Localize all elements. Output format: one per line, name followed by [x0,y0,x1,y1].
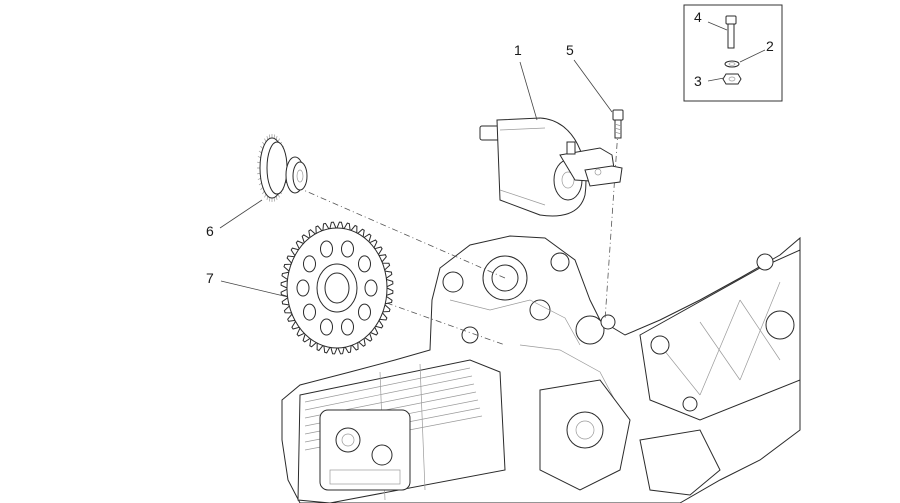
leader-lines [219,21,766,298]
callout-3: 3 [694,73,702,89]
lightening-hole [358,303,371,321]
washer [724,60,740,68]
callout-4: 4 [694,9,702,25]
callout-5: 5 [566,42,574,58]
nut [722,73,742,85]
starter-screw [612,109,624,139]
callout-7: 7 [206,270,214,286]
callout-labels: 1 2 3 4 5 6 7 [206,9,774,286]
engine-crankcase [281,235,801,503]
lightening-hole [341,240,354,258]
bolt-kit-screw [725,15,737,49]
lightening-hole [303,255,316,273]
callout-2: 2 [766,38,774,54]
lightening-hole [303,303,316,321]
starter-motor [479,117,623,217]
lightening-hole [320,240,333,258]
callout-1: 1 [514,42,522,58]
swingarm-frame [639,249,801,421]
lightening-hole [364,279,378,297]
lower-cover [539,379,721,496]
cylinder-head [319,409,411,491]
lightening-hole [358,255,371,273]
hardware-inset [683,4,783,102]
lightening-hole [320,318,333,336]
crankcase-bosses [442,252,621,411]
lightening-hole [296,279,310,297]
callout-6: 6 [206,223,214,239]
starter-gear [280,221,394,355]
lightening-holes [296,240,378,336]
lightening-hole [341,318,354,336]
double-gear [257,134,308,202]
